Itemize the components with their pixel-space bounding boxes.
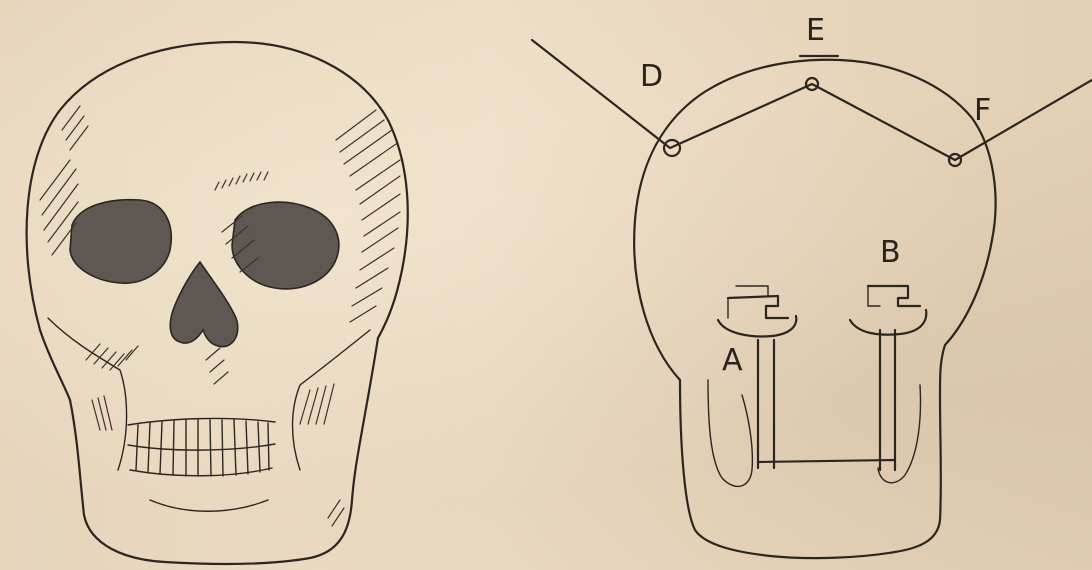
skull-right-temple-hatching — [336, 110, 400, 322]
label-f: F — [974, 96, 991, 126]
wire-line — [532, 40, 1092, 160]
skull-left-jaw — [40, 330, 378, 564]
skull-chin — [150, 500, 268, 511]
skull-nasal-cavity — [170, 262, 238, 347]
schematic-skull — [532, 40, 1092, 558]
skull-jaw-hatching — [92, 384, 344, 526]
skull-left-cheek-hatching — [86, 344, 138, 370]
skull-left-cheekbone — [48, 318, 127, 470]
schematic-left-cheek-loop — [708, 380, 752, 486]
skull-drawing — [27, 42, 408, 564]
skull-left-eye-socket — [70, 200, 171, 284]
label-a: A — [722, 346, 743, 376]
label-b: B — [880, 238, 901, 268]
post-b — [850, 286, 926, 470]
schematic-right-cheek-loop — [878, 385, 920, 483]
label-d: D — [640, 62, 663, 92]
skull-brow-marks — [215, 172, 268, 190]
schematic-head-outline — [634, 60, 995, 558]
skull-teeth — [128, 418, 275, 476]
label-e: E — [806, 16, 825, 46]
connecting-bar — [758, 460, 895, 462]
